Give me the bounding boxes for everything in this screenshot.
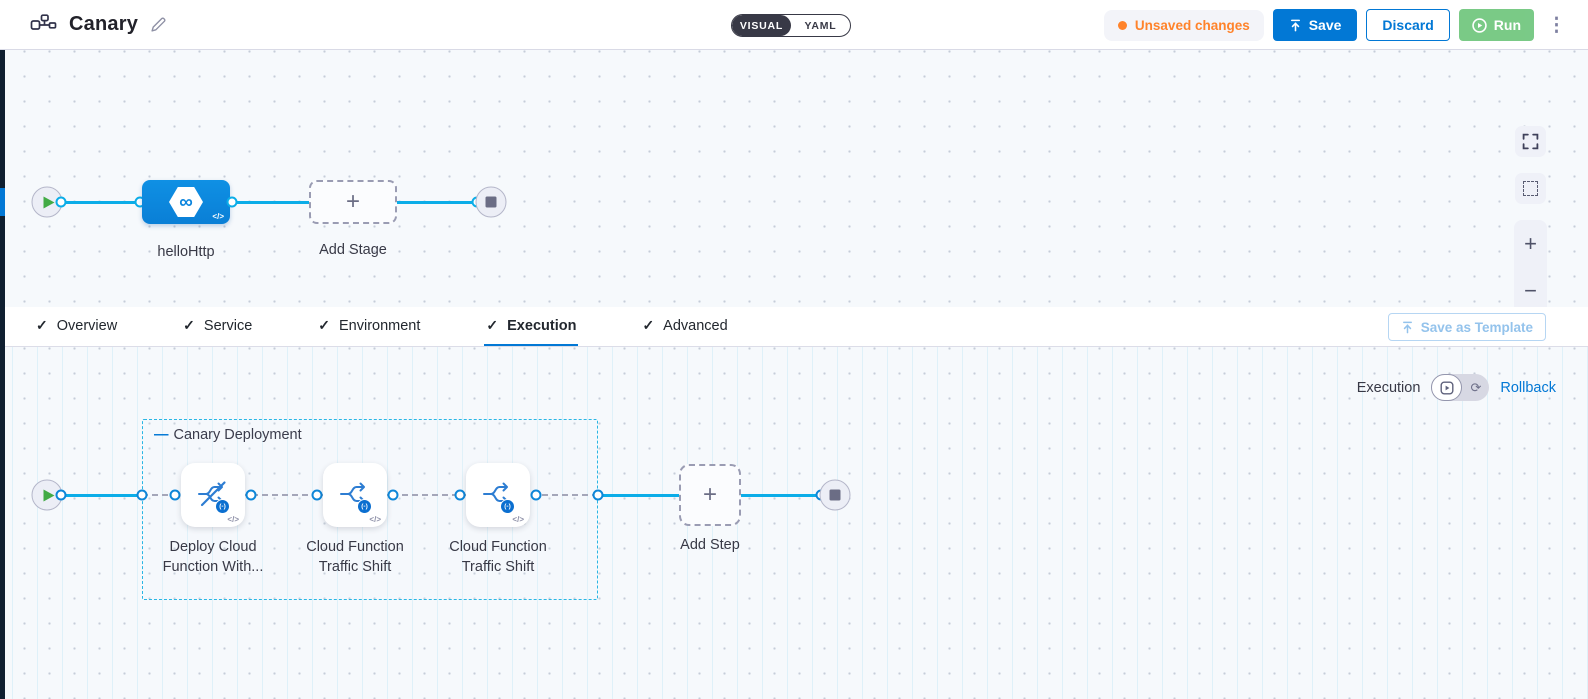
unsaved-dot-icon (1117, 20, 1127, 30)
execution-canvas: Execution ⟳ Rollback — Canary Deployment (0, 347, 1588, 699)
rollback-view-button[interactable]: ⟳ (1470, 379, 1482, 395)
visual-tab[interactable]: VISUAL (732, 15, 791, 36)
gcf-badge-icon: (-) (500, 499, 515, 514)
check-icon: ✓ (318, 317, 330, 333)
stage-yaml-icon: </> (212, 212, 224, 221)
save-as-template-button[interactable]: Save as Template (1387, 313, 1546, 341)
connector-dot (55, 196, 67, 208)
template-upload-icon (1402, 321, 1412, 333)
group-title: — Canary Deployment (154, 427, 302, 443)
run-play-icon (1472, 17, 1487, 33)
add-stage-label: Add Stage (319, 242, 387, 258)
marquee-select-button[interactable] (1515, 173, 1546, 204)
check-icon: ✓ (36, 317, 48, 333)
header-actions: Unsaved changes Save Discard Run (1103, 0, 1570, 50)
tab-overview[interactable]: ✓ Overview (36, 317, 118, 334)
header-left: Canary (0, 13, 167, 36)
run-button[interactable]: Run (1458, 9, 1534, 41)
visual-yaml-toggle: VISUAL YAML (731, 14, 851, 37)
view-toggle: ⟳ (1431, 374, 1490, 401)
header: Canary VISUAL YAML Unsaved changes Save (0, 0, 1588, 50)
step-yaml-icon: </> (227, 515, 239, 524)
yaml-tab[interactable]: YAML (804, 19, 837, 32)
gcf-badge-icon: (-) (357, 499, 372, 514)
connector-dot (387, 489, 399, 501)
plus-icon: + (702, 481, 717, 508)
tab-advanced[interactable]: ✓ Advanced (642, 317, 728, 334)
step-yaml-icon: </> (512, 515, 524, 524)
zoom-controls: + − (1514, 220, 1547, 314)
connector-dot (136, 489, 148, 501)
connector-dot (311, 489, 323, 501)
tab-execution[interactable]: ✓ Execution (484, 307, 579, 346)
execution-view-button[interactable] (1431, 374, 1463, 401)
check-icon: ✓ (183, 317, 195, 333)
stage-connector-line (47, 201, 490, 204)
start-play-icon (43, 196, 54, 208)
unsaved-changes-badge: Unsaved changes (1103, 9, 1264, 41)
step-traffic-shift-1[interactable]: (-) </> (323, 463, 387, 527)
left-nav-edge[interactable] (0, 50, 5, 699)
step-connector-line (47, 494, 142, 497)
check-icon: ✓ (642, 317, 655, 333)
stop-square-icon (829, 489, 841, 501)
stage-tabs: ✓ Overview ✓ Service ✓ Environment ✓ Exe… (34, 307, 730, 346)
connector-dot (530, 489, 542, 501)
stage-node-hellohttp[interactable]: ∞ </> (142, 180, 230, 224)
step-yaml-icon: </> (369, 515, 381, 524)
save-button[interactable]: Save (1272, 9, 1358, 41)
discard-button[interactable]: Discard (1366, 9, 1450, 41)
check-icon: ✓ (486, 317, 499, 333)
connector-dot (245, 489, 257, 501)
pipeline-end-node (475, 186, 507, 218)
zoom-out-button[interactable]: − (1524, 277, 1537, 303)
plus-icon: + (345, 188, 360, 215)
step-label: Cloud Function Traffic Shift (449, 539, 547, 575)
more-options-icon[interactable]: ⋮ (1547, 14, 1566, 36)
add-step-label: Add Step (680, 537, 740, 553)
stage-tabs-bar: ✓ Overview ✓ Service ✓ Environment ✓ Exe… (0, 307, 1588, 347)
add-stage-button[interactable]: + (309, 180, 397, 224)
execution-view-icon (1440, 381, 1454, 395)
gcf-badge-icon: (-) (215, 499, 230, 514)
fullscreen-button[interactable] (1515, 126, 1546, 157)
connector-dot (55, 489, 67, 501)
connector-dot (226, 196, 238, 208)
tab-service[interactable]: ✓ Service (183, 317, 253, 334)
step-traffic-shift-2[interactable]: (-) </> (466, 463, 530, 527)
edit-title-icon[interactable] (150, 16, 167, 33)
marquee-icon (1523, 181, 1538, 196)
zoom-in-button[interactable]: + (1524, 230, 1537, 256)
start-play-icon (43, 489, 54, 501)
step-label: Cloud Function Traffic Shift (306, 539, 404, 575)
unsaved-changes-text: Unsaved changes (1134, 17, 1250, 33)
execution-view-label: Execution (1356, 379, 1421, 396)
page-title: Canary (69, 13, 139, 35)
stage-deploy-icon: ∞ (169, 187, 203, 217)
step-label: Deploy Cloud Function With... (162, 539, 264, 575)
left-nav-accent (0, 188, 5, 216)
connector-dot (592, 489, 604, 501)
fullscreen-icon (1522, 133, 1539, 150)
step-deploy-cloud-function[interactable]: (-) </> (181, 463, 245, 527)
stage-canvas: ∞ </> + helloHttp Add Stage + (0, 50, 1588, 314)
pipeline-icon (30, 14, 57, 30)
add-step-button[interactable]: + (679, 464, 741, 526)
connector-dot (454, 489, 466, 501)
stop-square-icon (485, 196, 497, 208)
connector-dot (169, 489, 181, 501)
execution-end-node (819, 479, 851, 511)
collapse-group-icon[interactable]: — (154, 427, 169, 443)
rollback-link[interactable]: Rollback (1500, 379, 1556, 396)
save-arrow-icon (1290, 19, 1300, 31)
tab-environment[interactable]: ✓ Environment (318, 317, 421, 334)
execution-rollback-switch: Execution ⟳ Rollback (1357, 374, 1556, 401)
stage-label: helloHttp (157, 244, 215, 260)
